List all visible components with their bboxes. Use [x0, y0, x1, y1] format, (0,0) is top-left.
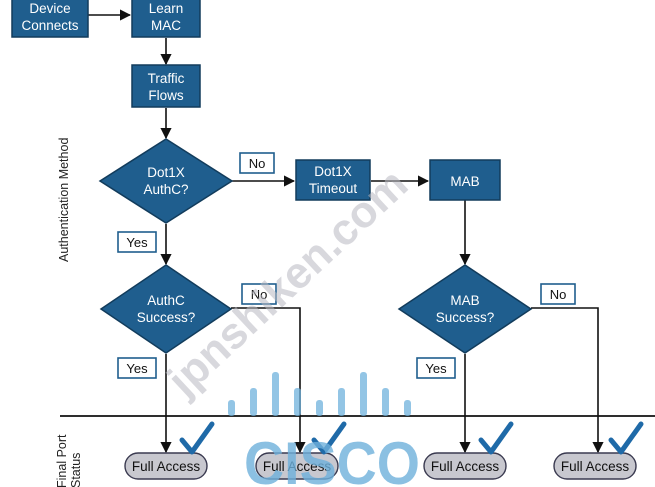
edge-label-yes-mab: Yes: [416, 357, 456, 379]
node-device-connects: Device Connects: [11, 0, 89, 38]
decision-dot1x-authc: Dot1X AuthC?: [98, 138, 234, 224]
authentication-method-label: Authentication Method: [57, 138, 71, 262]
svg-text:Dot1X: Dot1X: [314, 164, 352, 179]
result-full-access-3: Full Access: [423, 452, 507, 480]
cisco-logo-bars: [228, 372, 411, 416]
edge-label-no-dot1x: No: [239, 152, 275, 174]
svg-text:Dot1X: Dot1X: [147, 165, 185, 180]
svg-text:Full Access: Full Access: [561, 459, 630, 474]
svg-text:Traffic: Traffic: [148, 71, 185, 86]
node-dot1x-timeout: Dot1X Timeout: [295, 159, 371, 201]
svg-text:No: No: [249, 156, 266, 171]
final-port-status-label: Final Port Status: [55, 431, 83, 487]
edge-label-yes-authc: Yes: [117, 357, 157, 379]
result-full-access-2: Full Access: [255, 452, 339, 480]
svg-text:MAB: MAB: [450, 293, 479, 308]
svg-text:No: No: [550, 287, 567, 302]
svg-text:Device: Device: [29, 1, 70, 16]
edge-mab-no: [531, 307, 604, 454]
svg-text:Timeout: Timeout: [309, 181, 358, 196]
svg-text:Yes: Yes: [126, 235, 148, 250]
svg-text:AuthC?: AuthC?: [143, 182, 188, 197]
svg-text:Connects: Connects: [21, 18, 78, 33]
svg-text:Full Access: Full Access: [431, 459, 500, 474]
decision-mab-success: MAB Success?: [397, 264, 533, 354]
svg-text:No: No: [251, 287, 268, 302]
edge-label-yes-dot1x: Yes: [117, 231, 157, 253]
result-full-access-4: Full Access: [553, 452, 637, 480]
svg-text:Success?: Success?: [436, 310, 495, 325]
svg-text:AuthC: AuthC: [147, 293, 185, 308]
checkmark-icon: [311, 421, 347, 455]
checkmark-icon: [478, 421, 514, 455]
svg-text:MAC: MAC: [151, 18, 181, 33]
checkmark-icon: [608, 421, 644, 455]
svg-text:Yes: Yes: [425, 361, 447, 376]
edge-label-no-authc: No: [241, 283, 277, 305]
svg-text:Full Access: Full Access: [132, 459, 201, 474]
node-traffic-flows: Traffic Flows: [131, 64, 201, 108]
svg-text:MAB: MAB: [450, 174, 479, 189]
checkmark-icon: [179, 421, 215, 455]
svg-text:Success?: Success?: [137, 310, 196, 325]
node-mab: MAB: [429, 159, 501, 201]
svg-text:Yes: Yes: [126, 361, 148, 376]
decision-authc-success: AuthC Success?: [99, 264, 233, 354]
node-learn-mac: Learn MAC: [131, 0, 201, 38]
svg-text:Full Access: Full Access: [263, 459, 332, 474]
svg-text:Flows: Flows: [148, 88, 184, 103]
edge-label-no-mab: No: [540, 283, 576, 305]
result-full-access-1: Full Access: [124, 452, 208, 480]
svg-text:Learn: Learn: [149, 1, 184, 16]
cisco-logo-text: CISCO: [244, 430, 420, 487]
